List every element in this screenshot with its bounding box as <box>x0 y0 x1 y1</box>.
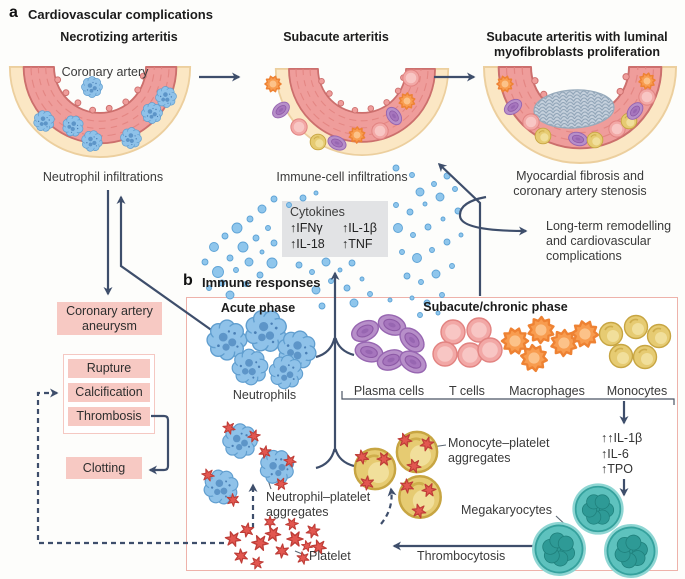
platelet-label: Platelet <box>309 549 351 563</box>
megakaryocytes-cluster <box>523 482 665 579</box>
plasma-cells-cluster <box>347 310 431 378</box>
plasma-cells-label: Plasma cells <box>353 384 425 398</box>
clotting-box: Clotting <box>66 457 142 479</box>
t-cells-label: T cells <box>449 384 485 398</box>
cytokines-title: Cytokines <box>290 205 345 219</box>
panel-b-tag: b <box>183 272 193 289</box>
arrow-subacute-to-artery <box>437 162 482 296</box>
coronary-artery-label: Coronary artery <box>61 65 149 79</box>
neutrophils-cluster <box>206 302 325 393</box>
subacute-cells-bracket <box>341 391 675 405</box>
artery-subacute <box>264 67 450 156</box>
macrophages-cluster <box>500 312 605 374</box>
mediator-item: ↑TPO <box>601 462 633 476</box>
cytokine-dots <box>201 164 464 318</box>
stage3-title: Subacute arteritis with luminal myofibro… <box>486 30 668 59</box>
mediators-list: ↑↑IL-1β ↑IL-6 ↑TPO <box>601 431 642 478</box>
cytokine-item: ↑IL-1β <box>342 221 377 235</box>
arrow-neutrophils-to-infiltration <box>116 195 218 335</box>
cytokines-box: Cytokines ↑IFNγ ↑IL-1β ↑IL-18 ↑TNF <box>282 201 388 257</box>
acute-phase-title: Acute phase <box>220 301 296 315</box>
artery-necrotizing <box>8 65 192 159</box>
macrophages-label: Macrophages <box>509 384 585 398</box>
subacute-phase-title: Subacute/chronic phase <box>423 300 568 314</box>
arrow-fork-lower-right <box>334 448 355 468</box>
calcification-box: Calcification <box>68 383 150 402</box>
monocytes-label: Monocytes <box>606 384 668 398</box>
mediator-item: ↑IL-6 <box>601 446 629 461</box>
cytokine-item: ↑IFNγ <box>290 221 323 235</box>
monocytes-cluster <box>598 314 672 370</box>
arrow-thrombosis-to-clotting <box>148 414 170 475</box>
panel-a-tag: a <box>9 4 18 21</box>
stage1-title: Necrotizing arteritis <box>60 30 178 44</box>
thrombosis-box: Thrombosis <box>68 407 150 426</box>
arrow-dashed-platelet-to-monocyte-agg <box>380 487 397 525</box>
arrow-fork-upper-left <box>315 337 336 359</box>
stage2-caption: Immune-cell infiltrations <box>276 170 408 184</box>
rupture-box: Rupture <box>68 359 150 378</box>
arrow-fork-lower-left <box>315 448 336 470</box>
cytokine-item: ↑IL-18 <box>290 237 325 251</box>
long-term-note: Long-term remodelling and cardiovascular… <box>546 219 672 263</box>
cytokine-item: ↑TNF <box>342 237 373 251</box>
stage2-title: Subacute arteritis <box>283 30 389 44</box>
arrow-fork-upper-right <box>334 337 355 357</box>
panel-b-title: Immune responses <box>202 275 321 290</box>
t-cells-cluster <box>432 317 503 368</box>
arrow-longterm-curve <box>458 195 528 236</box>
artery-myofibroblast <box>482 66 678 165</box>
aneurysm-box: Coronary artery aneurysm <box>57 302 162 335</box>
myofibroblast-mesh <box>533 89 615 129</box>
stage3-caption: Myocardial fibrosis and coronary artery … <box>513 169 647 198</box>
monocyte-aggregates-label: Monocyte–platelet aggregates <box>448 436 550 465</box>
mediator-item: ↑↑IL-1β <box>601 431 643 445</box>
neutrophil-aggregates-label: Neutrophil–platelet aggregates <box>266 490 371 519</box>
megakaryocytes-label: Megakaryocytes <box>461 503 553 517</box>
stage1-caption: Neutrophil infiltrations <box>42 170 164 184</box>
arrow-dashed-platelet-to-calcification <box>36 388 224 545</box>
panel-a-title: Cardiovascular complications <box>28 7 213 22</box>
thrombocytosis-label: Thrombocytosis <box>417 549 506 563</box>
neutrophils-label: Neutrophils <box>232 388 297 402</box>
